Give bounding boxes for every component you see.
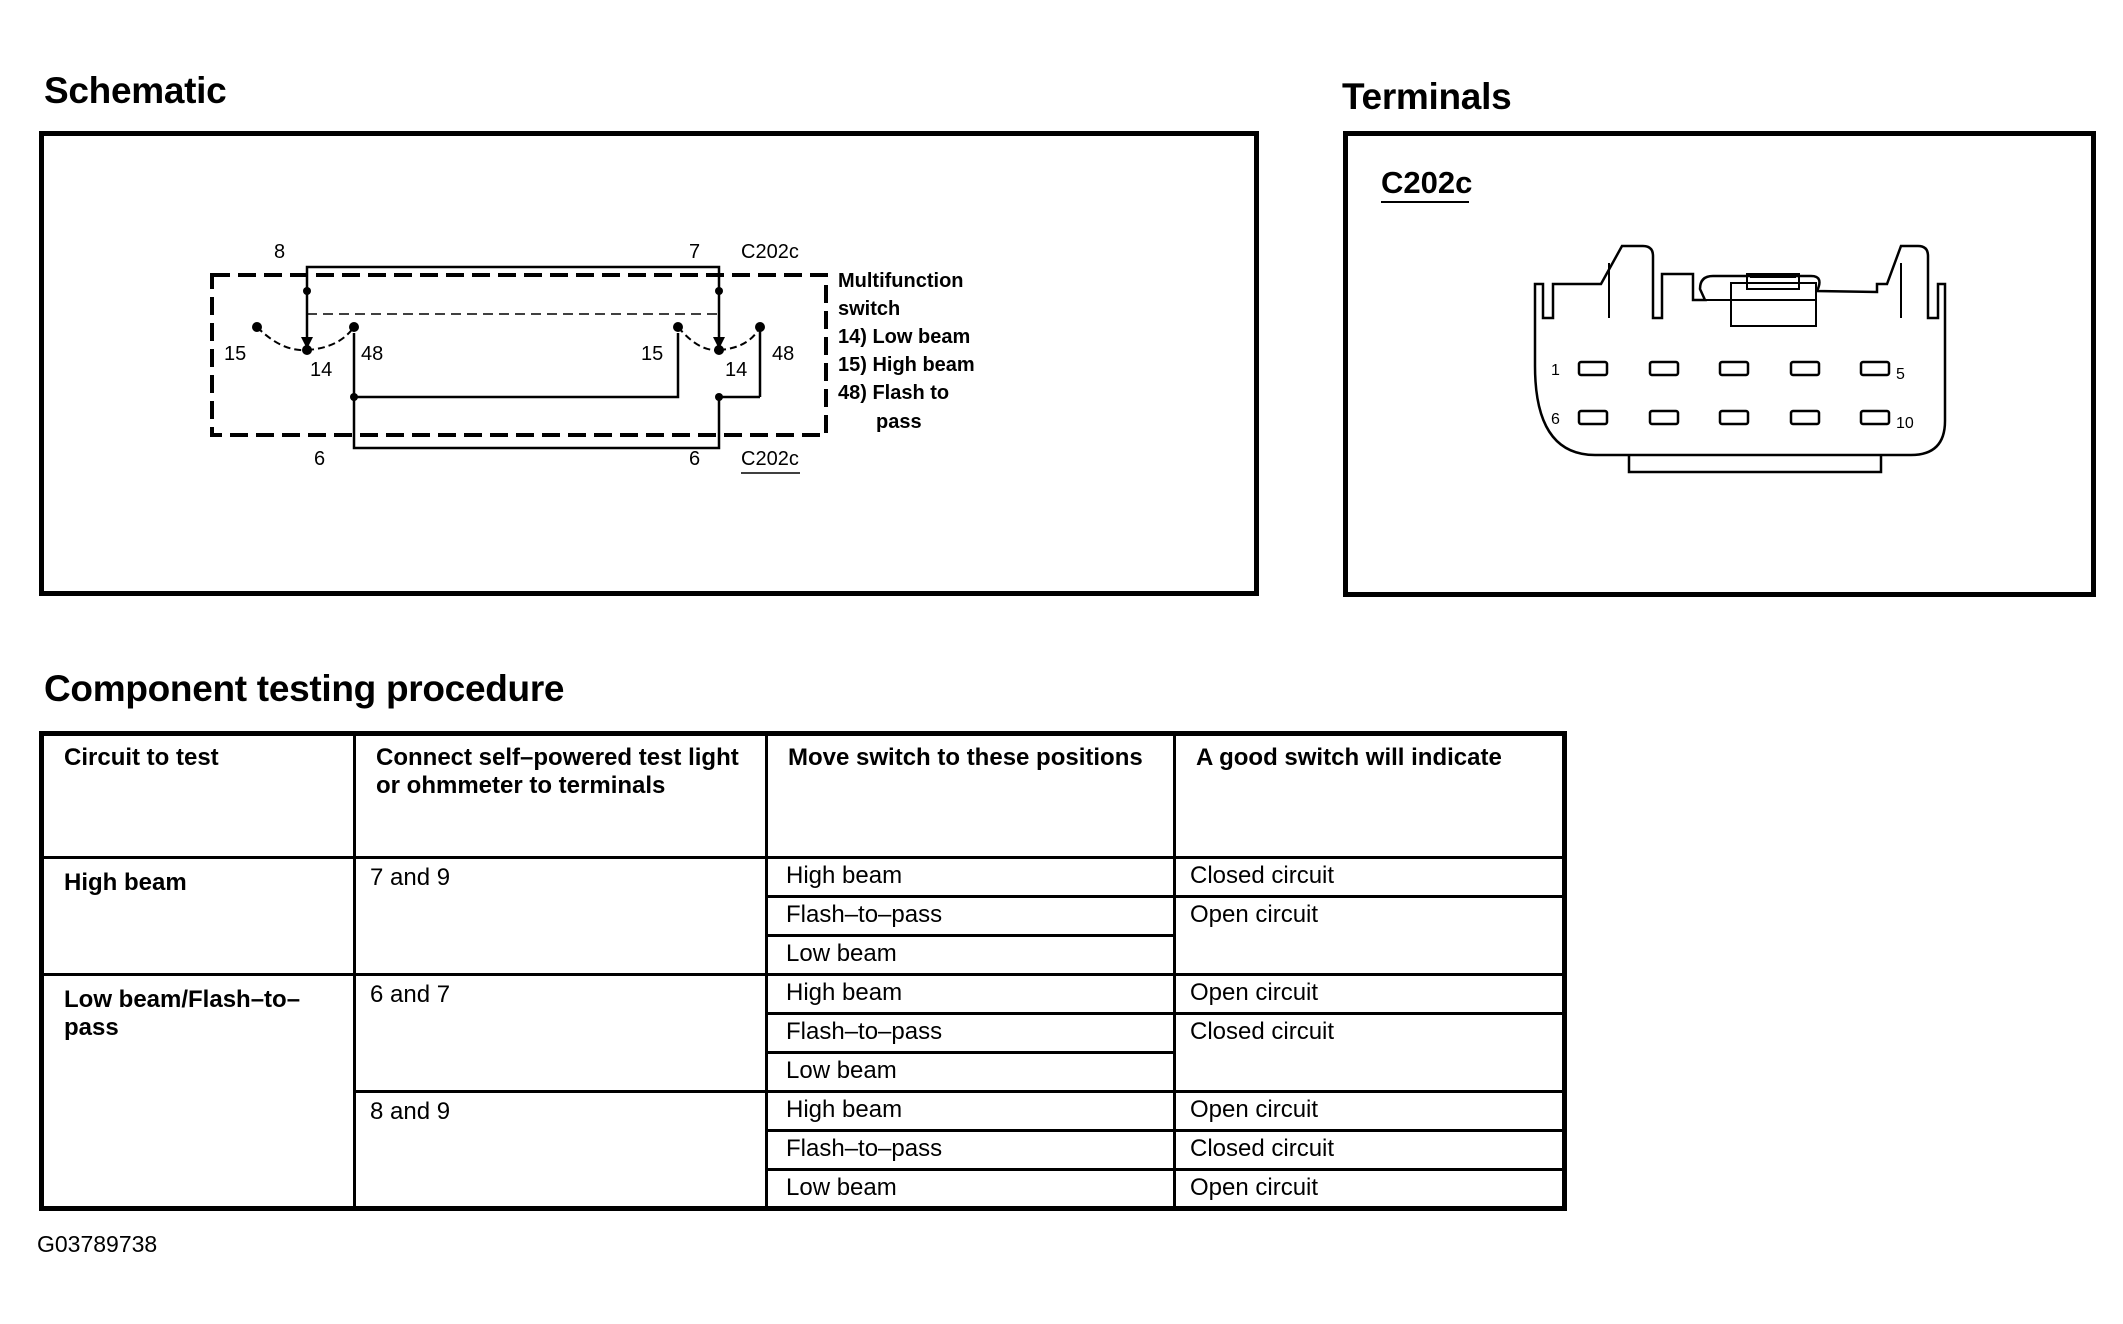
svg-text:15) High beam: 15) High beam bbox=[838, 354, 975, 376]
internal-wire bbox=[352, 333, 680, 399]
position-cell: Low beam bbox=[765, 934, 1176, 976]
terminals-cell: 8 and 9 bbox=[353, 1090, 768, 1210]
header-indication: A good switch will indicate bbox=[1173, 732, 1566, 859]
position-cell: Flash–to–pass bbox=[765, 1129, 1176, 1171]
circuit-cell: High beam bbox=[40, 856, 356, 976]
table-row: Low beam bbox=[42, 934, 1565, 976]
terminal-label-5: 5 bbox=[1896, 366, 1905, 383]
table-row: Low beam bbox=[42, 1051, 1565, 1093]
header-circuit: Circuit to test bbox=[40, 732, 356, 859]
schematic-diagram: 8 7 6 6 15 14 48 15 14 48 C202c C202c Mu… bbox=[210, 241, 975, 474]
component-test-table: Circuit to test Connect self–powered tes… bbox=[39, 731, 1567, 1211]
position-cell: Flash–to–pass bbox=[765, 1012, 1176, 1054]
table-row: Flash–to–pass Closed circuit bbox=[42, 1012, 1566, 1093]
table-row: Flash–to–pass Closed circuit bbox=[42, 1129, 1566, 1171]
indication-cell: Open circuit bbox=[1173, 1090, 1566, 1132]
pin-label-8: 8 bbox=[274, 241, 285, 263]
table-row: 8 and 9 High beam Open circuit bbox=[42, 1090, 1566, 1210]
position-cell: Low beam bbox=[765, 1168, 1176, 1210]
svg-text:switch: switch bbox=[838, 298, 900, 320]
position-cell: Flash–to–pass bbox=[765, 895, 1176, 937]
position-cell: Low beam bbox=[765, 1051, 1176, 1093]
svg-text:Multifunction: Multifunction bbox=[838, 270, 964, 292]
connector-body bbox=[1533, 244, 1947, 457]
indication-cell: Open circuit bbox=[1173, 973, 1566, 1015]
svg-text:pass: pass bbox=[876, 411, 922, 433]
switch-legend: Multifunction switch 14) Low beam 15) Hi… bbox=[838, 270, 975, 433]
procedure-heading: Component testing procedure bbox=[44, 668, 565, 709]
left-switch bbox=[252, 287, 359, 401]
connector-label-bottom: C202c bbox=[741, 448, 799, 470]
table-header-row: Circuit to test Connect self–powered tes… bbox=[40, 732, 1566, 859]
connector-label-top: C202c bbox=[741, 241, 799, 263]
terminals-heading: Terminals bbox=[1342, 76, 1512, 117]
header-connect: Connect self–powered test light or ohmme… bbox=[353, 732, 768, 859]
bottom-wire bbox=[352, 397, 721, 450]
connector-key bbox=[1627, 455, 1883, 474]
pin-label-6-right: 6 bbox=[689, 448, 700, 470]
indication-cell: Closed circuit bbox=[1173, 1129, 1566, 1171]
indication-cell: Open circuit bbox=[1173, 1168, 1566, 1210]
terminals-cell: 7 and 9 bbox=[353, 856, 768, 976]
indication-cell: Open circuit bbox=[1173, 895, 1566, 976]
pin-label-48-left: 48 bbox=[361, 343, 383, 365]
terminals-panel: C202c 1 5 6 10 bbox=[1343, 131, 2096, 597]
terminal-label-6: 6 bbox=[1551, 411, 1560, 428]
pin-label-15-left: 15 bbox=[224, 343, 246, 365]
right-switch bbox=[673, 287, 765, 401]
position-cell: High beam bbox=[765, 1090, 1176, 1132]
pin-label-14-left: 14 bbox=[310, 359, 332, 381]
svg-text:14) Low beam: 14) Low beam bbox=[838, 326, 970, 348]
schematic-panel: 8 7 6 6 15 14 48 15 14 48 C202c C202c Mu… bbox=[39, 131, 1259, 596]
terminals-cell: 6 and 7 bbox=[353, 973, 768, 1093]
connector-face-diagram: C202c 1 5 6 10 bbox=[1381, 165, 1947, 474]
table-row: Low beam/Flash–to–pass 6 and 7 High beam… bbox=[40, 973, 1566, 1210]
header-positions: Move switch to these positions bbox=[765, 732, 1176, 859]
table-row: High beam 7 and 9 High beam Closed circu… bbox=[40, 856, 1566, 976]
position-cell: High beam bbox=[765, 973, 1176, 1015]
indication-cell: Closed circuit bbox=[1173, 856, 1566, 898]
pin-label-7: 7 bbox=[689, 241, 700, 263]
table-row: Flash–to–pass Open circuit bbox=[42, 895, 1566, 976]
pin-label-6-left: 6 bbox=[314, 448, 325, 470]
terminal-cavities bbox=[1577, 360, 1891, 426]
pin-label-48-right: 48 bbox=[772, 343, 794, 365]
figure-id: G03789738 bbox=[37, 1231, 158, 1257]
schematic-heading: Schematic bbox=[44, 70, 227, 111]
pin-label-15-right: 15 bbox=[641, 343, 663, 365]
terminal-label-1: 1 bbox=[1551, 362, 1560, 379]
table-row: Low beam Open circuit bbox=[42, 1168, 1566, 1210]
terminal-label-10: 10 bbox=[1896, 415, 1914, 432]
svg-text:48) Flash to: 48) Flash to bbox=[838, 382, 949, 404]
switch-enclosure bbox=[210, 273, 828, 437]
pin-label-14-right: 14 bbox=[725, 359, 747, 381]
connector-name: C202c bbox=[1381, 165, 1472, 200]
position-cell: High beam bbox=[765, 856, 1176, 898]
indication-cell: Closed circuit bbox=[1173, 1012, 1566, 1093]
top-wire bbox=[305, 265, 721, 291]
circuit-cell: Low beam/Flash–to–pass bbox=[40, 973, 356, 1210]
connector-latch bbox=[1746, 273, 1800, 290]
